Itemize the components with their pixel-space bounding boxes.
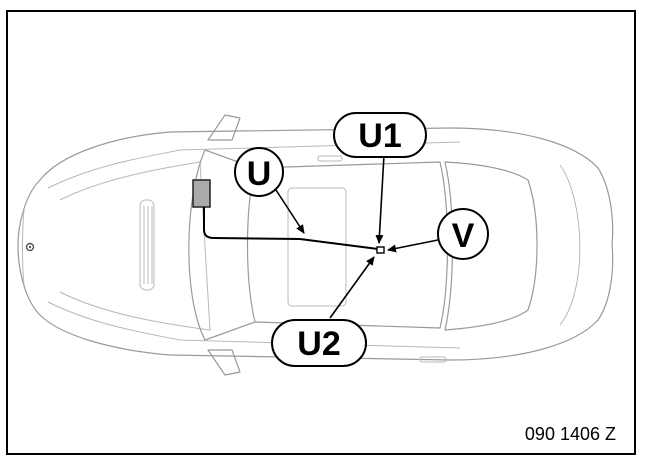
leader-v — [387, 239, 439, 253]
callout-u2-label: U2 — [297, 325, 340, 363]
callout-u2: U2 — [271, 319, 367, 367]
diagram-frame — [6, 10, 636, 455]
callout-u-label: U — [247, 155, 272, 193]
callout-u1: U1 — [333, 112, 427, 158]
hood-line — [47, 149, 181, 341]
trunk-line — [559, 164, 581, 326]
hood-vent — [139, 199, 155, 291]
callout-v: V — [437, 208, 489, 260]
callout-u: U — [234, 147, 284, 197]
windshield — [188, 149, 256, 341]
hood-inner — [59, 161, 211, 331]
badge-icon — [25, 242, 35, 252]
door-handle-top — [317, 155, 343, 162]
callout-v-label: V — [452, 217, 475, 255]
car-outline — [17, 114, 614, 376]
rear-window — [444, 161, 538, 331]
sensor-box — [376, 246, 385, 254]
mirror-top — [207, 114, 241, 141]
figure-code: 090 1406 Z — [524, 424, 616, 444]
cable-path — [203, 207, 379, 250]
leader-u — [275, 189, 305, 234]
leader-u2 — [329, 256, 375, 319]
control-module — [192, 179, 211, 208]
door-handle-bottom — [419, 356, 447, 363]
mirror-bottom — [207, 349, 241, 376]
front-bumper — [22, 209, 25, 286]
callout-u1-label: U1 — [358, 117, 401, 155]
car-body-outline — [17, 127, 614, 361]
leader-u1 — [375, 154, 385, 244]
sunroof — [287, 187, 347, 307]
